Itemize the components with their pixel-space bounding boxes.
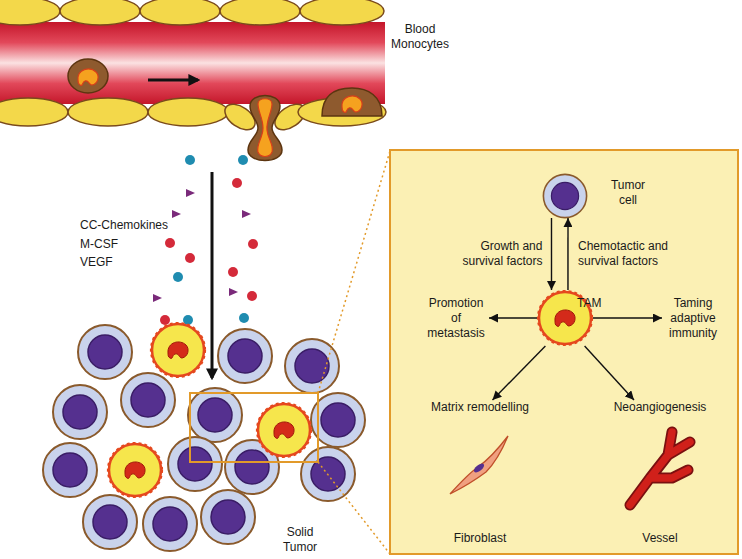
vessel-sprout (630, 432, 690, 505)
chemokine-dot (232, 178, 242, 188)
tumor-cell (311, 393, 365, 447)
vegf-triangle (172, 210, 181, 218)
tumor-cell (218, 329, 272, 383)
tam-node: TAM (537, 290, 593, 346)
monocyte (68, 59, 108, 93)
outcome-text: Taming adaptive immunity (662, 293, 724, 343)
chemokine-dot (185, 155, 195, 165)
tumor-cell (43, 443, 97, 497)
inset-panel (390, 150, 738, 554)
connector-arrow (593, 317, 662, 318)
vegf-triangle (229, 288, 238, 296)
chemokine-dot (173, 272, 183, 282)
tumor-cell (168, 437, 222, 491)
zoom-leader (318, 462, 390, 554)
edge-label: Growth and survival factors (450, 239, 542, 269)
node-text: TAM (577, 296, 601, 311)
chemokine-dot (247, 291, 257, 301)
tumor-cell (78, 325, 132, 379)
tumor-cell (121, 373, 175, 427)
chemokine-dot (185, 253, 195, 263)
endothelial-cell (148, 98, 228, 126)
vegf-triangle (186, 189, 195, 197)
tumor-cell (53, 385, 107, 439)
vessel-lumen (0, 22, 385, 104)
node-text: Neoangiogenesis (608, 400, 712, 415)
tam-cell (108, 443, 163, 498)
chemokine-dot (228, 267, 238, 277)
chemokine-dot (183, 315, 193, 325)
tumor-cell (188, 388, 242, 442)
tumor-label: Solid Tumor (272, 525, 328, 555)
fibroblast-nucleus (472, 462, 485, 474)
chemokine-dot (160, 315, 170, 325)
endothelial-cell (140, 0, 220, 25)
outcome-text: Promotion of metastasis (423, 293, 489, 343)
node-text: Tumor cell (603, 178, 653, 208)
chemokine-dot (165, 238, 175, 248)
vessel-outline (630, 432, 690, 505)
node-shape (543, 174, 587, 218)
monocyte (322, 88, 382, 116)
chemokine-dot (239, 313, 249, 323)
zoom-frame (190, 393, 318, 462)
extravasating-monocyte (248, 96, 282, 161)
factor-label: CC-Chemokines (80, 218, 190, 233)
cell-symbol (543, 174, 586, 217)
tam-cell (257, 403, 312, 458)
chemokine-dot (238, 155, 248, 165)
monocyte-nucleus (78, 69, 98, 86)
zoom-leader (318, 151, 390, 393)
vegf-triangle (153, 294, 162, 302)
chemokine-dot (248, 239, 258, 249)
node-text: Fibroblast (428, 531, 532, 546)
endothelial-cell (68, 98, 148, 126)
connector-arrow (492, 346, 545, 400)
flow-arrow (148, 79, 198, 82)
monocyte-nucleus (342, 96, 362, 113)
outcome-figure: Matrix remodellingFibroblast (428, 400, 532, 546)
endothelial-cell (0, 98, 68, 126)
fibroblast-body (450, 436, 508, 494)
edge-label: Chemotactic and survival factors (578, 239, 674, 269)
factor-label: M-CSF (80, 237, 190, 252)
tam-cell (151, 323, 206, 378)
vegf-triangle (242, 210, 251, 218)
endothelial-cell (60, 0, 140, 25)
tumor-cell (143, 497, 197, 551)
node-text: Taming adaptive immunity (662, 296, 724, 341)
connector-arrow (489, 317, 537, 318)
node-text: Vessel (608, 531, 712, 546)
tumor-cell-node: Tumor cell (543, 174, 587, 218)
vessel-label: Blood Monocytes (380, 22, 460, 52)
connector-arrow (567, 218, 568, 290)
endothelial-cell (300, 0, 384, 25)
connector-arrow (551, 218, 552, 290)
node-text: Matrix remodelling (428, 400, 532, 415)
endothelial-cell (0, 0, 60, 25)
tumor-cell (285, 339, 339, 393)
connector-arrow (585, 346, 634, 400)
tumor-cell (201, 490, 255, 544)
endothelial-cell (220, 0, 300, 25)
monocyte-nucleus (258, 99, 273, 157)
tumor-cell (83, 495, 137, 549)
node-text: Promotion of metastasis (423, 296, 489, 341)
outcome-figure: NeoangiogenesisVessel (608, 400, 712, 546)
factor-label: VEGF (80, 255, 190, 270)
recruitment-arrow (211, 172, 214, 378)
